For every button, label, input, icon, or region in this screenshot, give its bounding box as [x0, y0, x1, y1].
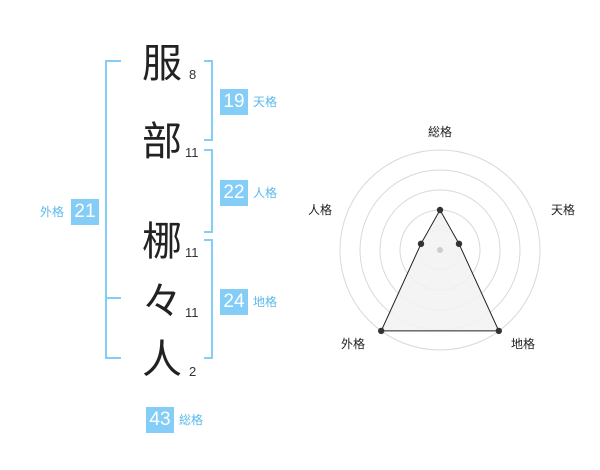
chikaku-value: 24 — [220, 289, 248, 315]
radar-axis-label-soukaku: 総格 — [428, 125, 453, 139]
radar-point-4 — [378, 327, 385, 335]
soukaku-label: 総格 — [179, 413, 204, 427]
stroke-count-3: 11 — [185, 245, 199, 260]
radar-point-5 — [417, 240, 425, 247]
radar-axis-label-gaikaku: 外格 — [341, 337, 366, 351]
name-char-2: 部 — [142, 119, 182, 165]
chikaku-bracket — [204, 239, 213, 359]
gaikaku-value: 21 — [71, 199, 99, 225]
gaikaku-label: 外格 — [40, 205, 65, 219]
name-char-4: 々 — [142, 279, 182, 325]
tenkaku-label: 天格 — [253, 95, 278, 109]
stroke-count-5: 2 — [189, 364, 197, 379]
stroke-count-2: 11 — [185, 145, 199, 160]
chikaku-label: 地格 — [253, 295, 278, 309]
jinkaku-bracket — [204, 149, 213, 233]
name-char-1: 服 — [142, 41, 182, 87]
tenkaku-value: 19 — [220, 89, 248, 115]
radar-axis-label-chikaku: 地格 — [511, 337, 536, 351]
name-char-3: 梛 — [142, 219, 182, 265]
radar-point-3 — [495, 327, 502, 335]
radar-series-polygon — [380, 208, 500, 332]
stroke-count-4: 11 — [185, 305, 199, 320]
radar-center-point — [437, 247, 443, 253]
radar-axis-label-jinkaku: 人格 — [308, 203, 333, 217]
jinkaku-value: 22 — [220, 180, 248, 206]
radar-ring-5 — [339, 149, 541, 351]
jinkaku-label: 人格 — [253, 186, 278, 200]
radar-axis-label-tenkaku: 天格 — [551, 203, 576, 217]
name-char-5: 人 — [142, 337, 182, 383]
soukaku-value: 43 — [146, 407, 174, 433]
stroke-count-1: 8 — [189, 67, 197, 82]
tenkaku-bracket — [204, 60, 213, 141]
radar-point-2 — [455, 240, 463, 247]
gaikaku-bracket — [105, 60, 121, 359]
radar-point-1 — [436, 206, 444, 214]
